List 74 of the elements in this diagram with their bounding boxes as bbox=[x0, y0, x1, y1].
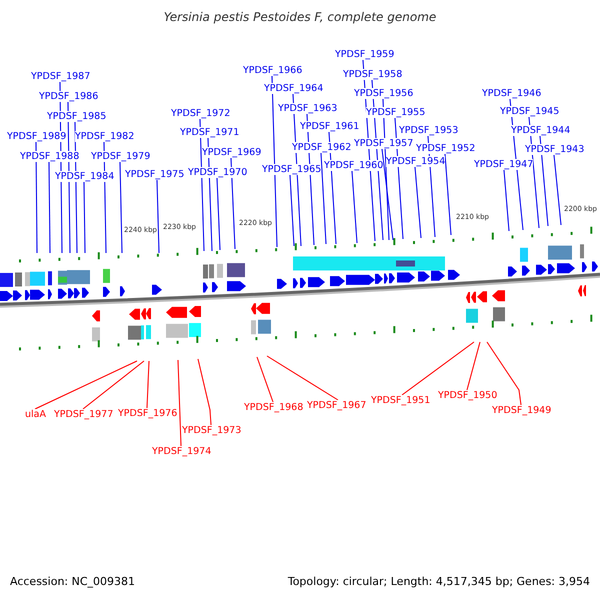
gene-label: YPDSF_1951 bbox=[371, 395, 430, 406]
gene-label: YPDSF_1986 bbox=[39, 91, 98, 102]
leader-line bbox=[120, 162, 122, 254]
leader-line bbox=[466, 342, 480, 390]
gene-label: YPDSF_1957 bbox=[354, 138, 414, 149]
leader-line bbox=[382, 98, 390, 240]
leader-line bbox=[444, 154, 452, 236]
leader-line bbox=[320, 152, 326, 244]
gene-label: YPDSF_1988 bbox=[20, 151, 80, 162]
gene-label: YPDSF_1943 bbox=[525, 144, 584, 155]
gene-label: YPDSF_1977 bbox=[54, 409, 114, 420]
gene-label: YPDSF_1952 bbox=[416, 143, 476, 154]
gene-label: YPDSF_1959 bbox=[335, 49, 394, 60]
leader-line bbox=[554, 154, 562, 226]
gene-label: YPDSF_1987 bbox=[31, 71, 90, 82]
leader-line bbox=[178, 360, 182, 446]
leader-line bbox=[198, 358, 212, 426]
gene-label: YPDSF_1969 bbox=[202, 147, 262, 158]
leader-line bbox=[84, 182, 86, 254]
gene-label: YPDSF_1979 bbox=[91, 151, 150, 162]
leader-line bbox=[230, 158, 236, 250]
gene-label: YPDSF_1970 bbox=[188, 167, 248, 178]
leader-line bbox=[146, 360, 150, 408]
leader-line bbox=[34, 360, 138, 410]
gene-label: YPDSF_1964 bbox=[264, 83, 324, 94]
gene-label: YPDSF_1963 bbox=[278, 103, 338, 114]
leader-line bbox=[540, 136, 548, 226]
gene-label: YPDSF_1982 bbox=[75, 131, 134, 142]
gene-label: YPDSF_1954 bbox=[386, 156, 446, 167]
leader-line bbox=[504, 170, 510, 232]
leader-line bbox=[352, 170, 358, 244]
gene-label: YPDSF_1976 bbox=[118, 408, 178, 419]
gene-label: YPDSF_1962 bbox=[292, 142, 352, 153]
gene-label: YPDSF_1975 bbox=[125, 169, 184, 180]
leader-line bbox=[82, 360, 144, 410]
title: Yersinia pestis Pestoides F, complete genome bbox=[162, 10, 438, 24]
leader-line bbox=[266, 356, 338, 400]
gene-label: YPDSF_1985 bbox=[47, 111, 106, 122]
gene-label: YPDSF_1984 bbox=[55, 171, 114, 182]
gene-label: YPDSF_1955 bbox=[366, 107, 426, 118]
gene-label: YPDSF_1965 bbox=[262, 164, 322, 175]
gene-label: YPDSF_1944 bbox=[511, 125, 570, 136]
gene-label: YPDSF_1972 bbox=[171, 108, 230, 119]
leader-line bbox=[216, 178, 220, 250]
gene-label: YPDSF_1968 bbox=[244, 402, 304, 413]
leader-line bbox=[290, 174, 294, 246]
gene-label: YPDSF_1973 bbox=[182, 425, 242, 436]
gene-label: YPDSF_1946 bbox=[482, 88, 542, 99]
gene-label: YPDSF_1960 bbox=[324, 160, 384, 171]
gene-label: YPDSF_1989 bbox=[7, 131, 66, 142]
gene-label: YPDSF_1950 bbox=[438, 390, 498, 401]
gene-label: YPDSF_1956 bbox=[354, 88, 414, 99]
leader-line bbox=[48, 162, 50, 254]
footer-text: Topology: circular; Length: 4,517,345 bp; Genes: 3,954 bbox=[288, 575, 590, 588]
leader-line bbox=[272, 76, 278, 248]
gene-label: YPDSF_1947 bbox=[474, 159, 534, 170]
leader-line bbox=[256, 356, 274, 402]
gene-label: YPDSF_1958 bbox=[343, 69, 402, 80]
leader-line bbox=[36, 142, 38, 254]
gene-label: YPDSF_1953 bbox=[399, 125, 458, 136]
leader-line bbox=[382, 148, 394, 240]
gene-label: YPDSF_1966 bbox=[243, 65, 302, 76]
leader-line bbox=[414, 166, 422, 238]
gene-label: YPDSF_1961 bbox=[300, 121, 360, 132]
gene-label: YPDSF_1971 bbox=[180, 127, 240, 138]
leader-line bbox=[156, 180, 160, 254]
footer-text: Accession: NC_009381 bbox=[10, 575, 136, 588]
gene-label: ulaA bbox=[25, 409, 46, 420]
leader-line bbox=[402, 342, 474, 396]
gene-label: YPDSF_1974 bbox=[152, 446, 212, 457]
leader-line bbox=[486, 342, 522, 406]
gene-label: YPDSF_1945 bbox=[500, 106, 560, 117]
gene-label: YPDSF_1967 bbox=[307, 400, 366, 411]
gene-label: YPDSF_1949 bbox=[492, 405, 552, 416]
